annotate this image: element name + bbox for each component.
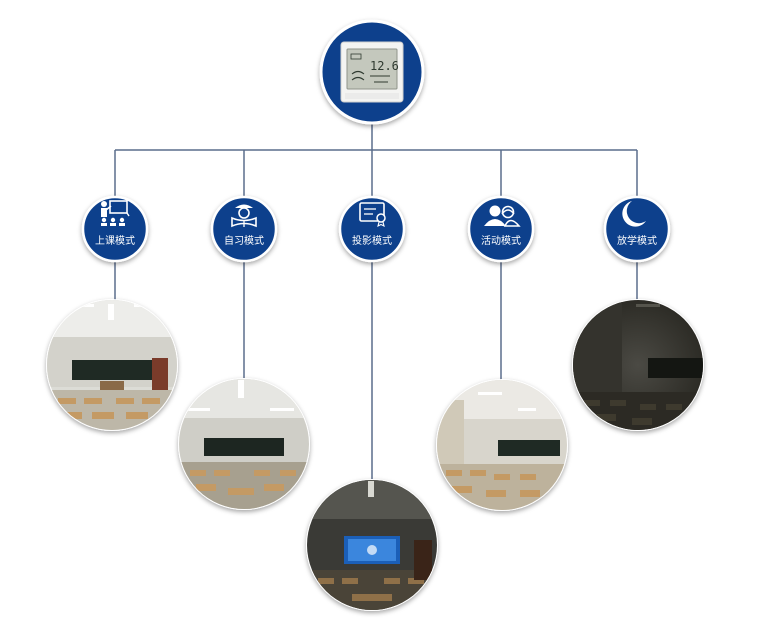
reading-student-icon [231,204,257,228]
crescent-moon-icon [622,201,646,227]
mode-node-self-study[interactable] [210,195,278,263]
mode-node-class[interactable] [81,195,149,263]
classroom-photo-class [46,299,178,431]
two-people-icon [484,205,521,227]
controller-node: 12.6 [319,19,425,125]
mode-label-projection: 投影模式 [352,236,392,247]
classroom-photo-activity [436,379,568,511]
connector-lines [114,118,638,480]
mode-label-after-school: 放学模式 [617,236,657,247]
projector-document-icon [359,202,386,228]
classroom-photo-self-study [178,378,310,510]
wall-thermostat-panel-icon: 12.6 [340,41,404,103]
mode-node-projection[interactable] [338,195,406,263]
mode-node-activity[interactable] [467,195,535,263]
controller-display-reading: 12.6 [370,59,399,73]
classroom-photo-after-school [572,299,704,431]
mode-label-self-study: 自习模式 [224,236,264,247]
mode-node-after-school[interactable] [603,195,671,263]
classroom-photo-projection [306,479,438,611]
mode-label-class: 上课模式 [95,236,135,247]
mode-label-activity: 活动模式 [481,236,521,247]
teacher-at-board-icon [101,200,130,226]
